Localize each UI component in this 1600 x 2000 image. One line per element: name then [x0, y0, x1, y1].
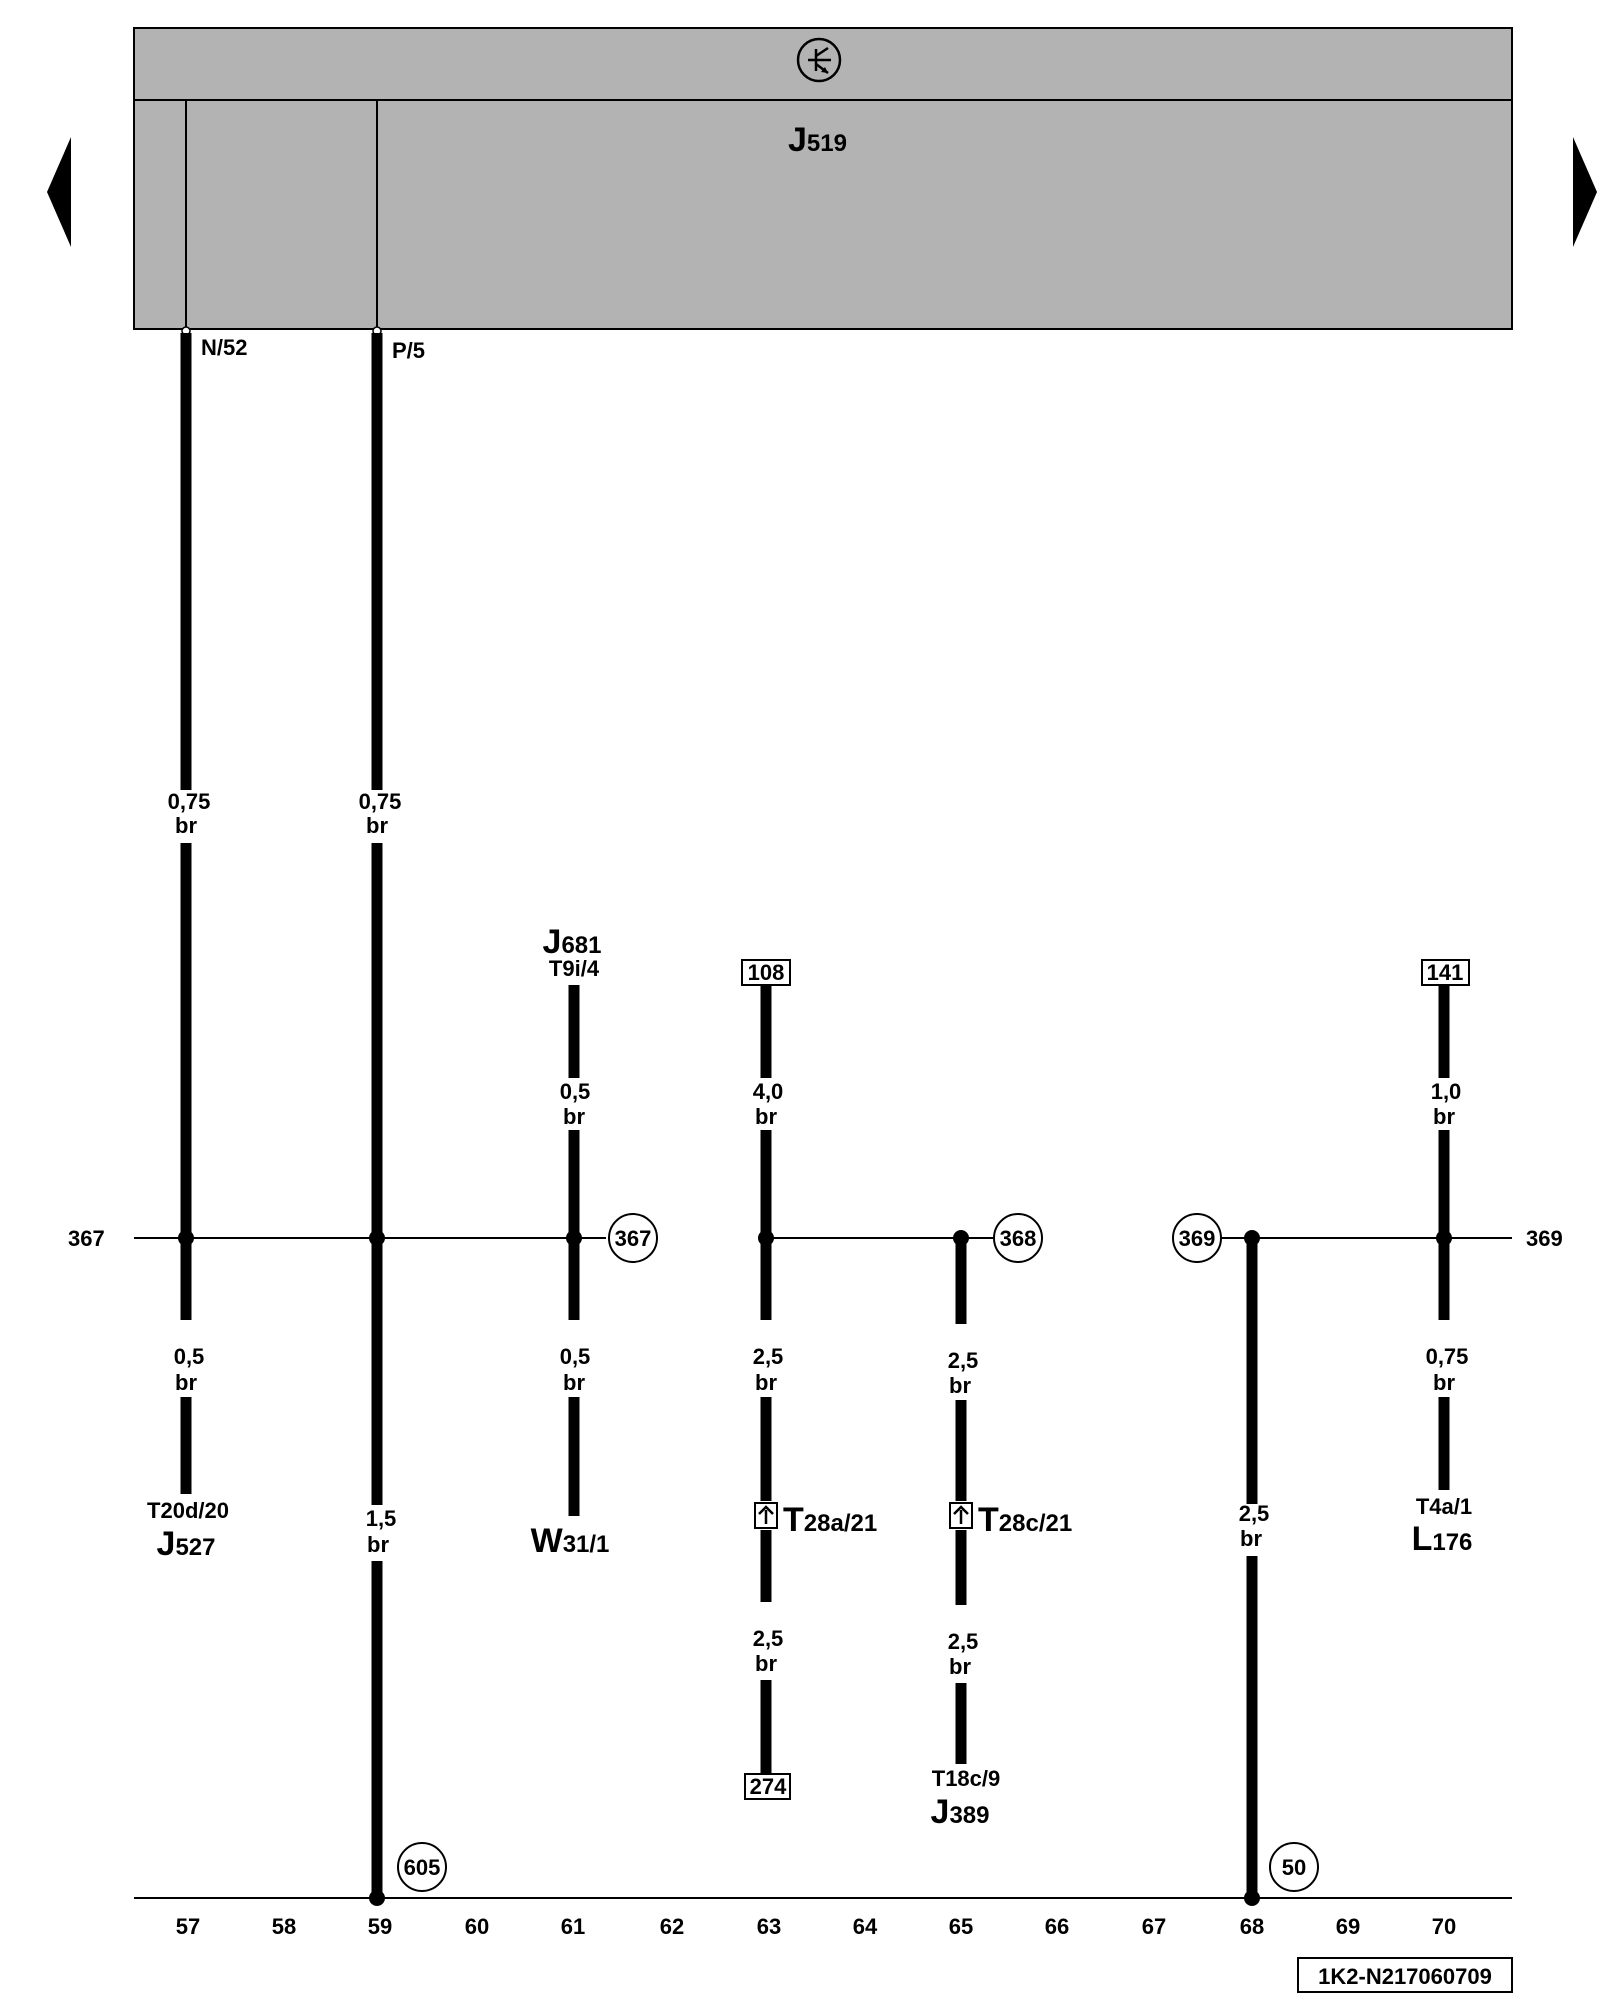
component-name-w31: W31/1: [531, 1522, 610, 1560]
svg-text:1K2-N217060709: 1K2-N217060709: [1318, 1964, 1492, 1989]
column-number: 70: [1432, 1914, 1456, 1939]
wire-color: br: [755, 1104, 777, 1129]
component-connector-j389: T18c/9: [932, 1766, 1001, 1791]
svg-text:108: 108: [748, 960, 785, 985]
circle-ref-367: 367: [608, 1213, 658, 1263]
wire-color: br: [367, 1532, 389, 1557]
column-number: 61: [561, 1914, 585, 1939]
ref-box-141: 141: [1421, 959, 1470, 986]
bus-ref-right: 369: [1526, 1226, 1563, 1251]
wire-color: br: [755, 1370, 777, 1395]
junction-dot: [566, 1230, 582, 1246]
wire-size: 4,0: [753, 1079, 784, 1104]
column-number: 69: [1336, 1914, 1360, 1939]
component-name-l176: L176: [1412, 1520, 1473, 1558]
wire-color: br: [366, 813, 388, 838]
ground-junction-dot: [1244, 1890, 1260, 1906]
wire-size: 2,5: [753, 1626, 784, 1651]
column-number: 67: [1142, 1914, 1166, 1939]
column-number: 62: [660, 1914, 684, 1939]
svg-text:141: 141: [1427, 960, 1464, 985]
junction-dot: [758, 1230, 774, 1246]
wire-color: br: [563, 1370, 585, 1395]
ref-box-108: 108: [741, 959, 791, 986]
column-number: 58: [272, 1914, 296, 1939]
junction-dot: [1436, 1230, 1452, 1246]
wire-size: 1,5: [366, 1506, 397, 1531]
wire-size: 2,5: [753, 1344, 784, 1369]
column-number: 57: [176, 1914, 200, 1939]
junction-dot: [953, 1230, 969, 1246]
document-id: 1K2-N217060709: [1297, 1957, 1513, 1993]
component-connector-l176: T4a/1: [1416, 1494, 1472, 1519]
wire-color: br: [1433, 1104, 1455, 1129]
wire-size: 2,5: [1239, 1501, 1270, 1526]
wire-color: br: [949, 1373, 971, 1398]
column-number: 65: [949, 1914, 973, 1939]
component-name-j527: J527: [157, 1525, 216, 1563]
triangle-left-icon[interactable]: [47, 137, 71, 247]
wire-size: 1,0: [1431, 1079, 1462, 1104]
module-name: J519: [788, 121, 847, 159]
ground-ref-50: 50: [1269, 1842, 1319, 1892]
ref-box-274: 274: [744, 1773, 791, 1800]
triangle-right-icon[interactable]: [1573, 137, 1597, 247]
column-number: 59: [368, 1914, 392, 1939]
connector-arrow-icon: [754, 1502, 778, 1529]
junction-dot: [369, 1230, 385, 1246]
component-connector-j527: T20d/20: [147, 1498, 229, 1523]
wire-size: 0,75: [359, 789, 402, 814]
circle-ref-369: 369: [1172, 1213, 1222, 1263]
svg-text:369: 369: [1179, 1226, 1216, 1251]
wire-color: br: [949, 1654, 971, 1679]
junction-dot: [1244, 1230, 1260, 1246]
svg-text:274: 274: [750, 1774, 787, 1799]
wire-size: 0,5: [560, 1079, 591, 1104]
wire-size: 0,5: [560, 1344, 591, 1369]
ground-ref-605: 605: [397, 1842, 447, 1892]
junction-dot: [178, 1230, 194, 1246]
column-number: 63: [757, 1914, 781, 1939]
pin-label-p5: P/5: [392, 338, 425, 363]
wire-color: br: [1240, 1526, 1262, 1551]
wire-color: br: [563, 1104, 585, 1129]
wire-color: br: [175, 1370, 197, 1395]
column-number: 60: [465, 1914, 489, 1939]
connector-arrow-icon: [949, 1502, 973, 1529]
svg-text:50: 50: [1282, 1855, 1306, 1880]
column-number: 68: [1240, 1914, 1264, 1939]
wire-size: 2,5: [948, 1629, 979, 1654]
svg-text:605: 605: [404, 1855, 441, 1880]
component-name-j389: J389: [931, 1793, 990, 1831]
circle-ref-368: 368: [993, 1213, 1043, 1263]
wire-size: 0,75: [1426, 1344, 1469, 1369]
component-connector-j681: T9i/4: [549, 956, 600, 981]
connector-name-t28c: T28c/21: [978, 1501, 1072, 1539]
bus-ref-left: 367: [68, 1226, 105, 1251]
connector-name-t28a: T28a/21: [783, 1501, 877, 1539]
wire-color: br: [755, 1651, 777, 1676]
column-number: 66: [1045, 1914, 1069, 1939]
svg-text:368: 368: [1000, 1226, 1037, 1251]
ground-transistor-icon: [796, 37, 842, 83]
column-number: 64: [853, 1914, 878, 1939]
wire-size: 2,5: [948, 1348, 979, 1373]
ground-junction-dot: [369, 1890, 385, 1906]
wire-size: 0,75: [168, 789, 211, 814]
wire-color: br: [1433, 1370, 1455, 1395]
pin-label-n52: N/52: [201, 335, 247, 360]
control-module-block: [133, 27, 1513, 330]
component-name-j681: J681: [543, 923, 602, 961]
wire-size: 0,5: [174, 1344, 205, 1369]
wire-color: br: [175, 813, 197, 838]
svg-text:367: 367: [615, 1226, 652, 1251]
